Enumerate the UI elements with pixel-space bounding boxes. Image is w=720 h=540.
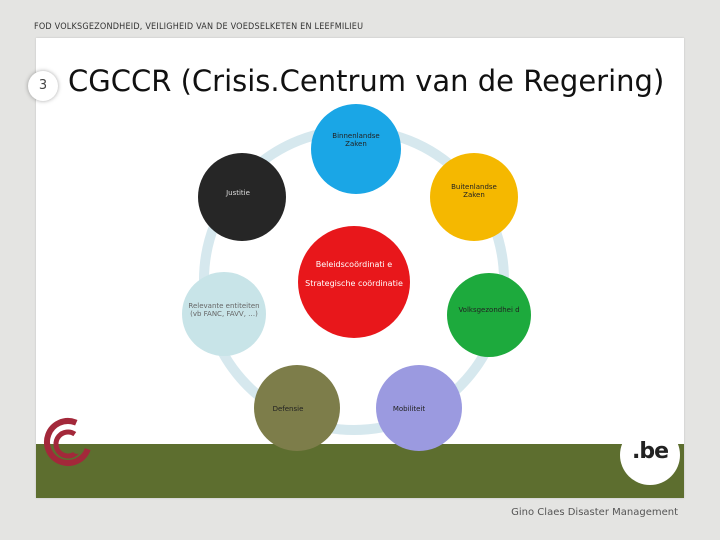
organization-header: FOD VOLKSGEZONDHEID, VEILIGHEID VAN DE V…: [34, 22, 364, 32]
node-label: Volksgezondhei d: [458, 306, 520, 314]
node-label: Buitenlandse Zaken: [451, 183, 497, 200]
node-relevante-entiteiten: Relevante entiteiten (vb FANC, FAVV, …): [182, 272, 266, 356]
slide-number: 3: [28, 71, 58, 101]
slide-title: CGCCR (Crisis.Centrum van de Regering): [68, 64, 665, 98]
center-label-line2: Strategische coördinatie: [305, 279, 403, 289]
node-label: Binnenlandse Zaken: [332, 132, 380, 149]
footer-band: [36, 444, 684, 498]
node-binnenlandse-zaken: Binnenlandse Zaken: [311, 104, 401, 194]
fod-logo-dot: [72, 444, 82, 454]
be-logo: .be: [620, 425, 680, 485]
node-defensie: Defensie: [254, 365, 340, 451]
node-buitenlandse-zaken: Buitenlandse Zaken: [430, 153, 518, 241]
node-beleidscoordinatie: Beleidscoördinati e Strategische coördin…: [298, 226, 410, 338]
footer-credit: Gino Claes Disaster Management: [511, 507, 678, 518]
node-label: Relevante entiteiten (vb FANC, FAVV, …): [188, 302, 260, 319]
node-label: Mobiliteit: [392, 405, 426, 413]
fod-logo-icon: [44, 418, 92, 466]
node-volksgezondheid: Volksgezondhei d: [447, 273, 531, 357]
node-justitie: Justitie: [198, 153, 286, 241]
center-label-line1: Beleidscoördinati e: [315, 260, 393, 269]
node-label: Defensie: [272, 405, 304, 413]
fod-logo-outer-arc: [44, 418, 92, 466]
node-mobiliteit: Mobiliteit: [376, 365, 462, 451]
be-logo-text: .be: [631, 439, 669, 464]
node-label: Justitie: [226, 189, 250, 197]
